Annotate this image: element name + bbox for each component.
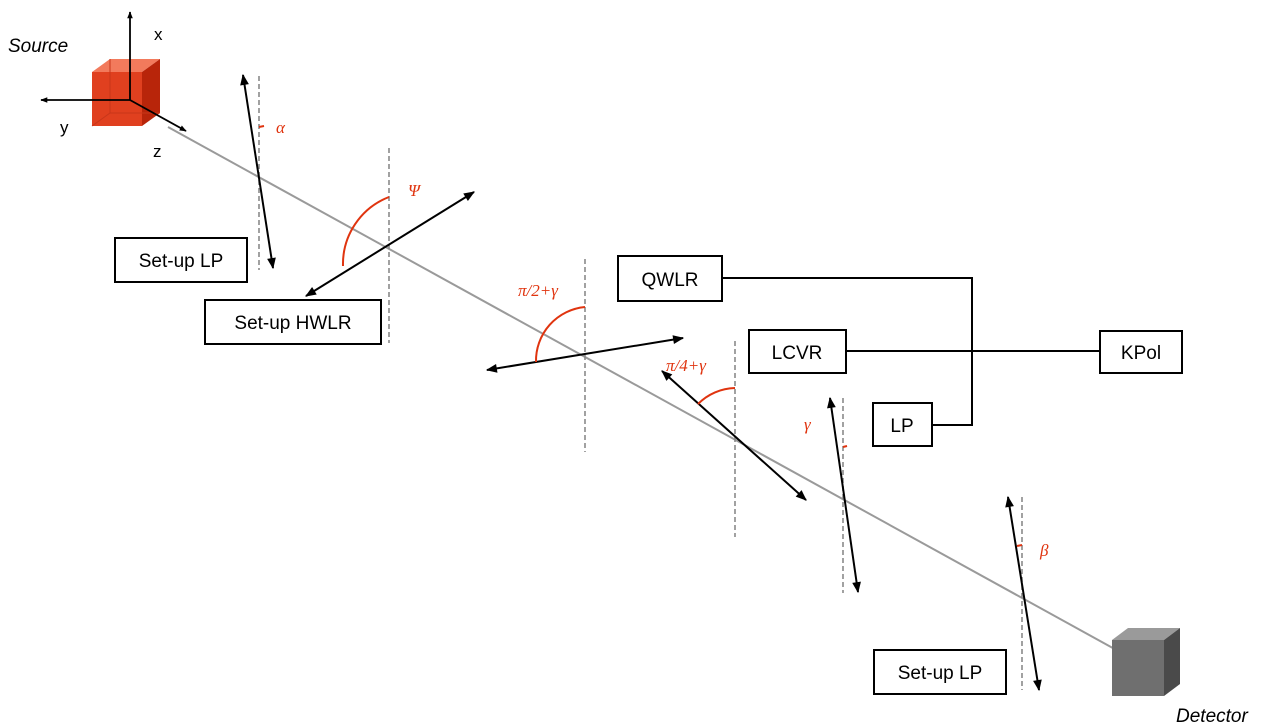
- box-lcvr-label: LCVR: [772, 343, 823, 364]
- control-wiring: [722, 277, 1100, 426]
- box-setup-lp-2: Set-up LP: [873, 649, 1007, 695]
- psi-arc: [341, 196, 390, 267]
- alpha-arc: [258, 125, 265, 128]
- pi4-gamma-label: π/4+γ: [666, 356, 707, 375]
- angle-arcs: [258, 125, 1023, 547]
- pi2-gamma-label: π/2+γ: [518, 281, 559, 300]
- psi-label: Ψ: [408, 181, 422, 200]
- axis-z-arrow: [129, 99, 187, 132]
- beta-arc: [1016, 544, 1023, 547]
- box-qwlr-label: QWLR: [642, 270, 699, 291]
- reference-guides: [258, 76, 1023, 690]
- pi4-gamma-arc: [697, 387, 736, 405]
- qwlr-axis-arrow: [485, 335, 685, 373]
- box-kpol-label: KPol: [1121, 343, 1161, 364]
- light-beam: [167, 126, 1121, 653]
- beta-label: β: [1039, 541, 1049, 560]
- lcvr-axis-arrow: [661, 370, 807, 501]
- setup-lp-2-axis-arrow: [1005, 495, 1042, 692]
- setup-lp-1-axis-arrow: [240, 73, 276, 270]
- box-setup-hwlr: Set-up HWLR: [204, 299, 382, 345]
- detector-cube: [1112, 628, 1180, 696]
- gamma-label: γ: [804, 415, 812, 434]
- box-lp: LP: [872, 402, 933, 447]
- coordinate-axes: [40, 11, 187, 132]
- lp-axis-arrow: [827, 396, 861, 594]
- axis-z-label: z: [153, 142, 162, 161]
- gamma-arc: [842, 445, 848, 448]
- box-lp-label: LP: [890, 416, 913, 437]
- box-setup-lp-2-label: Set-up LP: [898, 663, 983, 684]
- source-cube: [91, 59, 160, 127]
- box-lcvr: LCVR: [748, 329, 847, 374]
- detector-label: Detector: [1176, 706, 1248, 727]
- axis-y-label: y: [60, 118, 69, 137]
- box-kpol: KPol: [1099, 330, 1183, 374]
- axis-x-label: x: [154, 25, 163, 44]
- hwlr-axis-arrow: [305, 191, 475, 297]
- alpha-label: α: [276, 118, 286, 137]
- box-setup-lp-1: Set-up LP: [114, 237, 248, 283]
- box-setup-lp-1-label: Set-up LP: [139, 251, 224, 272]
- source-label: Source: [8, 36, 68, 57]
- polarization-arrows: [240, 73, 1042, 692]
- pi2-gamma-arc: [534, 306, 586, 363]
- box-setup-hwlr-label: Set-up HWLR: [234, 313, 351, 334]
- box-qwlr: QWLR: [617, 255, 723, 302]
